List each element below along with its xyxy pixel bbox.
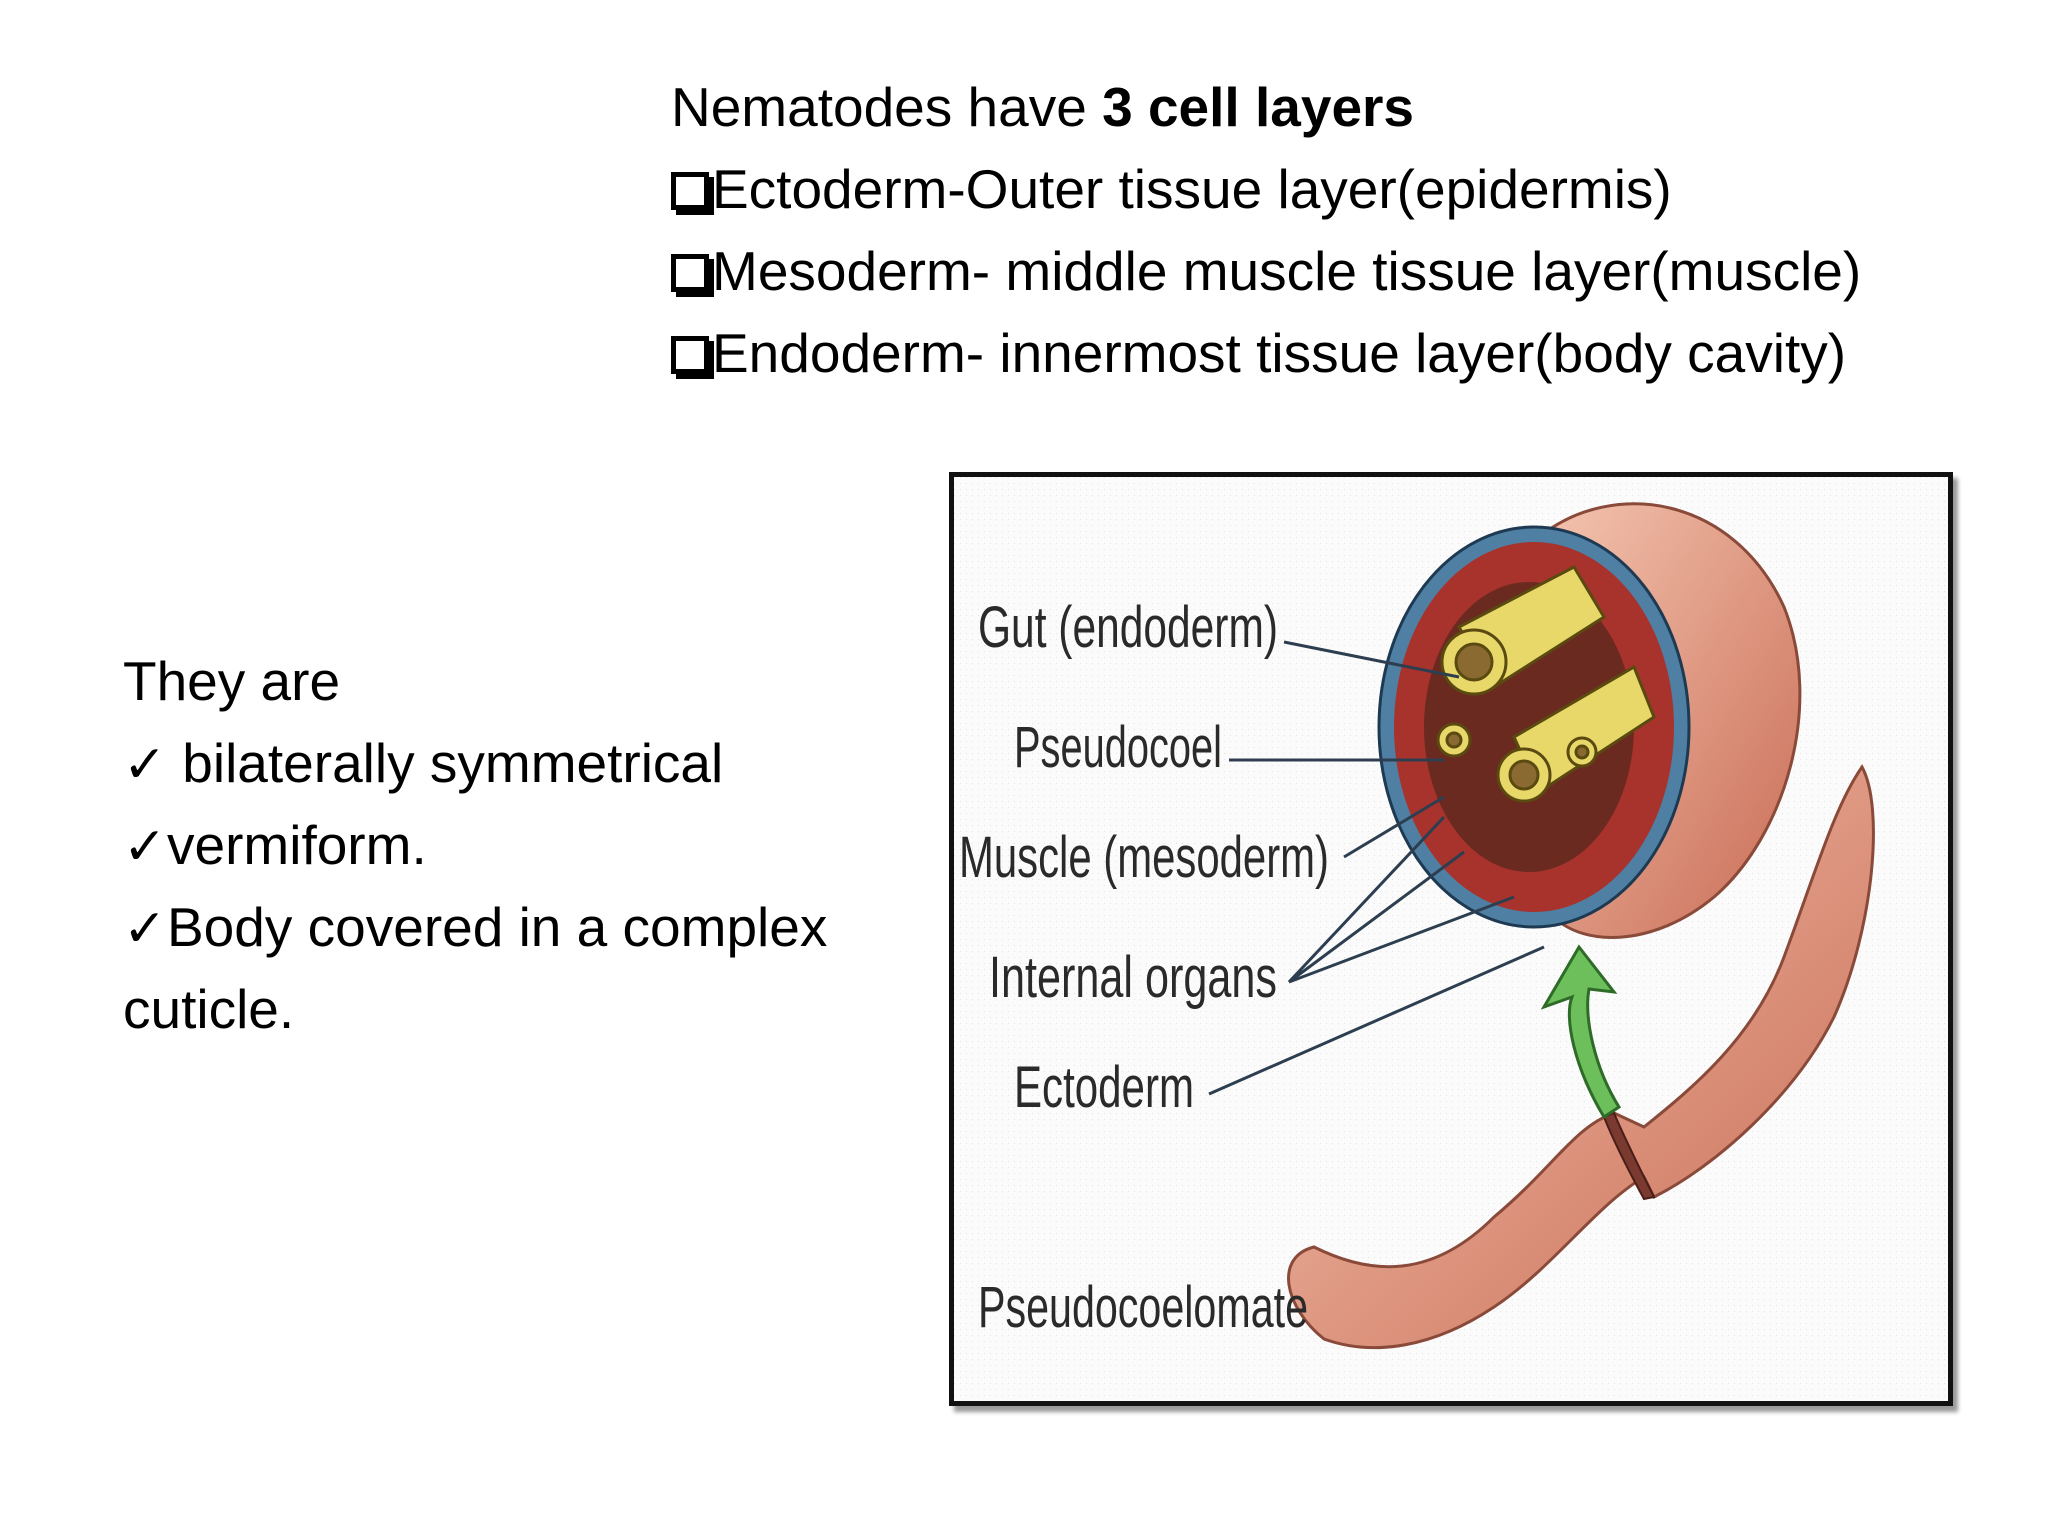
- checkbox-bullet-icon: [671, 336, 714, 379]
- label-muscle: Muscle (mesoderm): [959, 825, 1329, 890]
- checkbox-bullet-icon: [671, 254, 714, 297]
- layer-item-text: Mesoderm- middle muscle tissue layer(mus…: [712, 240, 1862, 302]
- layers-heading-bold: 3 cell layers: [1102, 76, 1415, 138]
- trait-item: ✓vermiform.: [123, 804, 943, 886]
- trait-continuation: cuticle.: [123, 978, 295, 1040]
- label-pseudocoel: Pseudocoel: [1014, 715, 1222, 780]
- layers-section: Nematodes have 3 cell layers Ectoderm-Ou…: [671, 66, 1861, 394]
- cross-section-shape: [1377, 502, 1802, 939]
- trait-item-text: vermiform.: [167, 814, 427, 876]
- layers-heading: Nematodes have 3 cell layers: [671, 66, 1861, 148]
- layer-item: Ectoderm-Outer tissue layer(epidermis): [671, 148, 1861, 230]
- layer-item-text: Endoderm- innermost tissue layer(body ca…: [712, 322, 1847, 384]
- trait-item: ✓Body covered in a complex: [123, 886, 943, 968]
- layers-heading-prefix: Nematodes have: [671, 76, 1103, 138]
- nematode-cross-section-figure: Gut (endoderm) Pseudocoel Muscle (mesode…: [949, 472, 1953, 1406]
- traits-intro: They are: [123, 650, 341, 712]
- green-arrow-icon: [1540, 944, 1622, 1120]
- layer-item: Mesoderm- middle muscle tissue layer(mus…: [671, 230, 1861, 312]
- trait-item-text: Body covered in a complex: [167, 896, 828, 958]
- label-pointer-lines: [1208, 640, 1545, 1096]
- worm-body-shape: [1287, 764, 1875, 1350]
- nematode-illustration: Gut (endoderm) Pseudocoel Muscle (mesode…: [954, 477, 1948, 1401]
- label-gut: Gut (endoderm): [978, 595, 1278, 660]
- label-internal-organs: Internal organs: [989, 945, 1277, 1010]
- layer-item-text: Ectoderm-Outer tissue layer(epidermis): [712, 158, 1672, 220]
- layer-item: Endoderm- innermost tissue layer(body ca…: [671, 312, 1861, 394]
- checkmark-icon: ✓: [123, 900, 167, 958]
- trait-item-text: bilaterally symmetrical: [167, 732, 724, 794]
- label-pseudocoelomate: Pseudocoelomate: [978, 1275, 1308, 1340]
- trait-item: ✓ bilaterally symmetrical: [123, 722, 943, 804]
- traits-section: They are ✓ bilaterally symmetrical ✓verm…: [123, 640, 943, 1050]
- label-ectoderm: Ectoderm: [1014, 1055, 1194, 1120]
- checkmark-icon: ✓: [123, 818, 167, 876]
- checkbox-bullet-icon: [671, 172, 714, 215]
- checkmark-icon: ✓: [123, 736, 167, 794]
